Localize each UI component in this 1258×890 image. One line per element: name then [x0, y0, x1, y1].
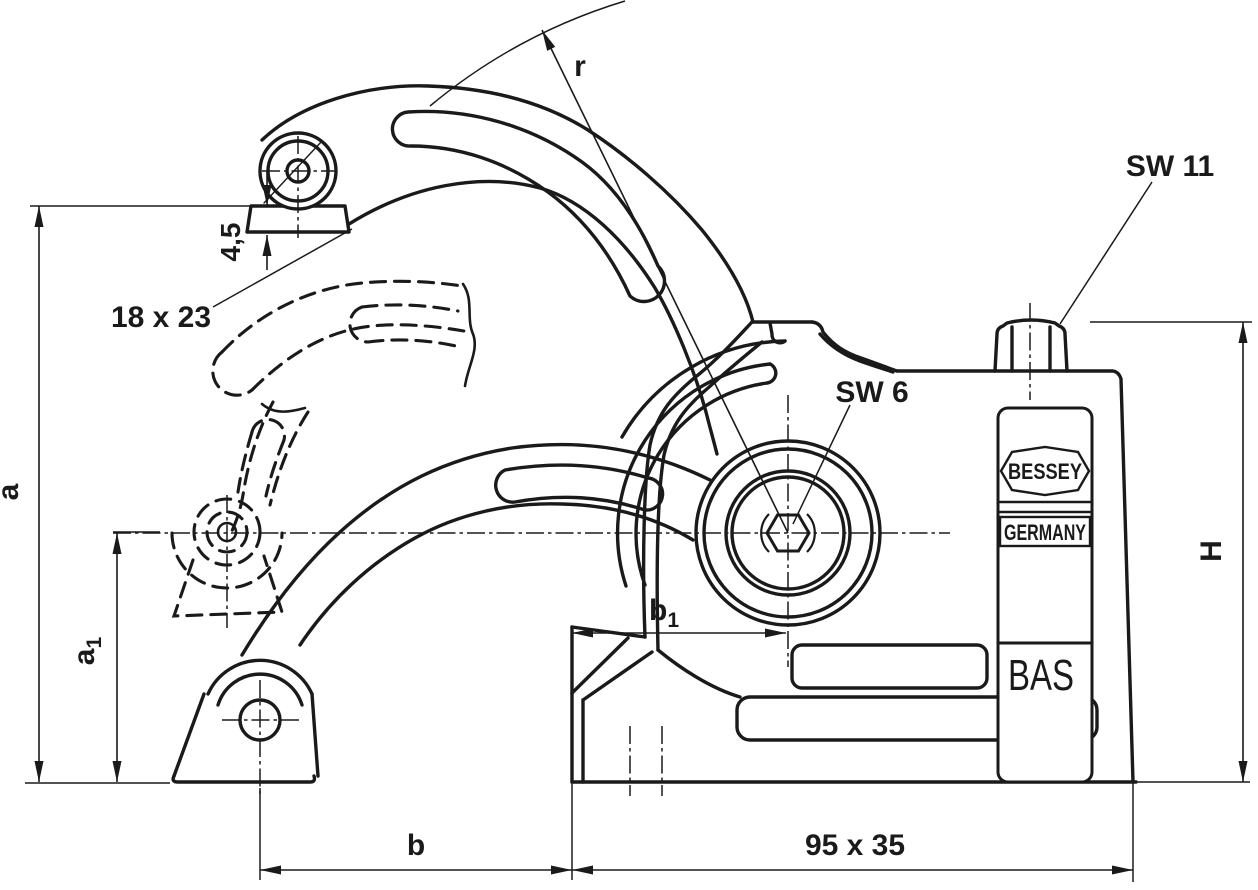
germany-frame: [998, 515, 1092, 548]
label-pad-thickness: 4,5: [215, 223, 246, 262]
dimension-lines: [34, 0, 1248, 875]
label-logo-bessey: BESSEY: [1008, 459, 1082, 484]
label-dim-h: H: [1195, 540, 1228, 562]
label-pad-size: 18 x 23: [111, 301, 211, 334]
phantom-arm: [170, 279, 466, 618]
centerlines: [113, 136, 1031, 798]
fixed-body-outline: [570, 318, 1138, 784]
leader-sw6: [792, 404, 851, 525]
drawing-labels: r SW 11 SW 6 18 x 23 4,5 a a1 b b1 H 95 x 35 BESSEY…: [0, 50, 1228, 862]
bessey-logo-frame: [999, 445, 1091, 497]
label-dim-b: b: [407, 829, 425, 862]
extension-lines: [25, 205, 1252, 882]
label-base-size: 95 x 35: [805, 829, 905, 862]
label-dim-a1: a1: [68, 637, 106, 666]
label-logo-bas: BAS: [1008, 651, 1074, 700]
leader-sw11: [1059, 181, 1153, 325]
label-radius: r: [574, 50, 586, 83]
label-wrench-screw: SW 6: [835, 376, 908, 409]
leader-pad-size: [212, 228, 353, 308]
leader-lines: [212, 181, 1153, 525]
label-dim-b1: b1: [649, 594, 679, 632]
label-wrench-spindle: SW 11: [1126, 150, 1214, 183]
label-dim-a: a: [0, 483, 25, 500]
label-logo-germany: GERMANY: [1004, 520, 1086, 545]
radius-arc: [429, 0, 626, 107]
label-panel: [996, 406, 1094, 784]
dim-line-r: [541, 29, 789, 534]
